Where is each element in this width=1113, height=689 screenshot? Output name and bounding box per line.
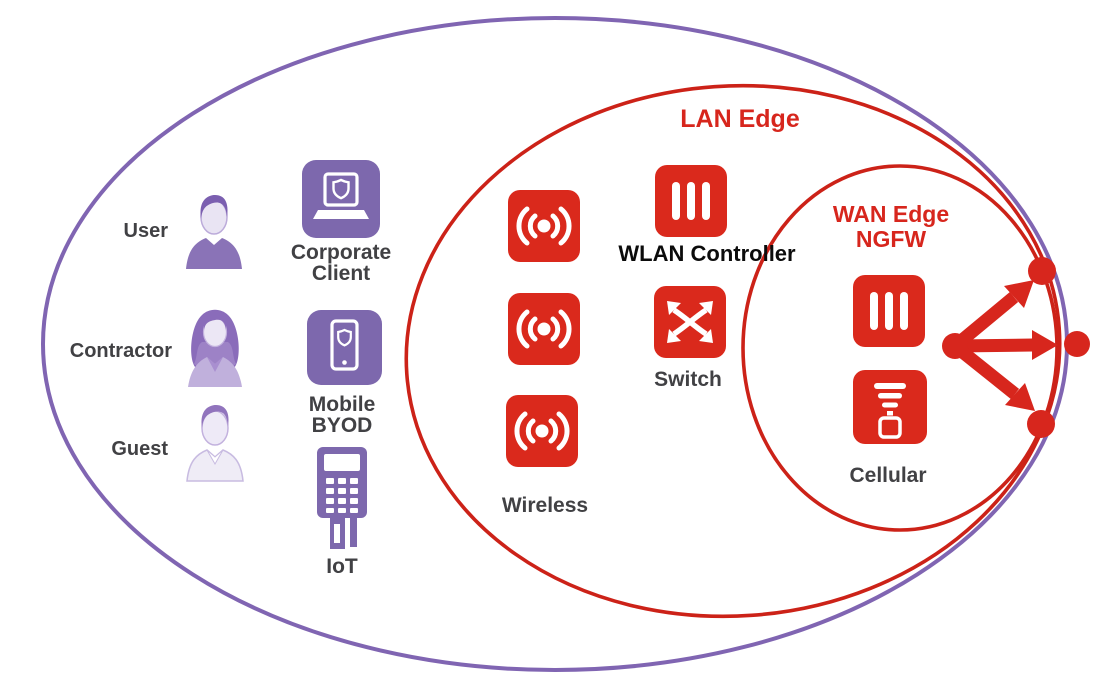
wireless-ap-icon (508, 293, 580, 365)
contractor-label: Contractor (69, 340, 172, 362)
three-way-branch-arrow-icon (942, 257, 1090, 438)
cellular-label: Cellular (849, 464, 927, 487)
switch-icon (654, 286, 726, 358)
contractor-person-icon (188, 309, 242, 387)
branch-origin-dot (942, 333, 968, 359)
wireless-ap-icon (506, 395, 578, 467)
wan-firewall-icon (853, 275, 925, 347)
corporate-client-label: Corporate Client (290, 241, 392, 285)
wlan-controller-icon (655, 165, 727, 237)
edge-dot-bottom (1027, 410, 1055, 438)
corporate-client-icon (302, 160, 380, 238)
wan-edge-ellipse (741, 164, 1059, 532)
cellular-icon (853, 370, 927, 444)
wireless-label: Wireless (501, 494, 589, 517)
wan-edge-title: WAN Edge NGFW (832, 201, 950, 252)
wlan-controller-label: WLAN Controller (618, 241, 796, 266)
iot-label: IoT (326, 555, 358, 578)
arrowhead-ne (1004, 280, 1034, 308)
user-label: User (123, 220, 168, 242)
lan-edge-title: LAN Edge (680, 105, 800, 133)
wireless-ap-icon (508, 190, 580, 262)
mobile-byod-icon (307, 310, 382, 385)
iot-terminal-icon (317, 447, 367, 549)
user-person-icon (186, 195, 242, 269)
switch-label: Switch (654, 368, 722, 391)
lan-edge-ellipse (404, 83, 1062, 619)
arrowhead-se (1005, 383, 1035, 411)
guest-label: Guest (111, 438, 168, 460)
guest-person-icon (186, 405, 244, 482)
mobile-byod-label: Mobile BYOD (308, 393, 376, 437)
arrowhead-e (1032, 330, 1058, 360)
edge-dot-top (1028, 257, 1056, 285)
external-dot (1064, 331, 1090, 357)
